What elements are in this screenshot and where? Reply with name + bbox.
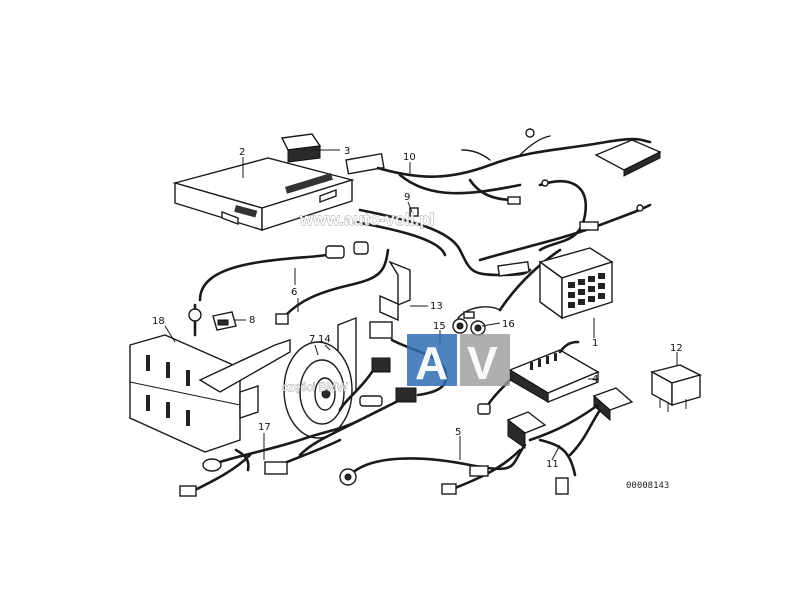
watermark-logo-v: V — [467, 337, 498, 389]
callout-15: 15 — [433, 321, 446, 332]
callout-10: 10 — [403, 152, 416, 163]
callout-12: 12 — [670, 343, 683, 354]
connector-harness-part — [298, 321, 448, 457]
relay-box-part — [538, 247, 614, 320]
callout-9: 9 — [404, 192, 410, 203]
watermark: www.auto-voll.pl A V części BMW — [282, 210, 510, 394]
callout-14: 14 — [318, 334, 331, 345]
callout-1: 1 — [592, 338, 598, 349]
watermark-logo-a: A — [415, 337, 448, 389]
module-part — [477, 340, 600, 415]
callout-7: 7 — [309, 334, 315, 345]
leader-lines — [164, 149, 678, 461]
control-unit-part — [172, 157, 355, 231]
mount-bracket-part — [379, 260, 411, 322]
callout-4: 4 — [592, 374, 598, 385]
watermark-url: www.auto-voll.pl — [299, 210, 434, 229]
cable-part — [339, 443, 527, 495]
callout-2: 2 — [239, 147, 245, 158]
multi-connector-harness-part — [506, 387, 634, 495]
clip-part — [212, 311, 237, 331]
callout-labels: 1 2 3 4 5 6 7 8 9 10 11 12 13 14 15 16 1… — [152, 146, 683, 470]
heat-shield-part — [129, 334, 291, 453]
watermark-logo-a-tile — [407, 334, 457, 386]
lower-harness-part — [179, 418, 362, 497]
callout-18: 18 — [152, 316, 165, 327]
callout-6: 6 — [291, 287, 297, 298]
watermark-subtitle: części BMW — [282, 380, 349, 394]
connector-pair-part — [452, 306, 501, 336]
callout-8: 8 — [249, 315, 255, 326]
document-code: 00008143 — [626, 481, 669, 491]
bracket-part — [280, 133, 322, 163]
callout-11: 11 — [546, 459, 559, 470]
harness-branch-part — [353, 207, 532, 277]
relay-part — [650, 364, 702, 412]
callout-17: 17 — [258, 422, 271, 433]
right-harness-part — [478, 179, 652, 312]
horn-part — [283, 316, 357, 439]
callout-13: 13 — [430, 301, 443, 312]
callout-5: 5 — [455, 427, 461, 438]
sensor-cable-part — [188, 241, 390, 337]
watermark-logo-v-tile — [460, 334, 510, 386]
callout-16: 16 — [502, 319, 515, 330]
callout-3: 3 — [344, 146, 350, 157]
main-harness-part — [345, 128, 662, 205]
